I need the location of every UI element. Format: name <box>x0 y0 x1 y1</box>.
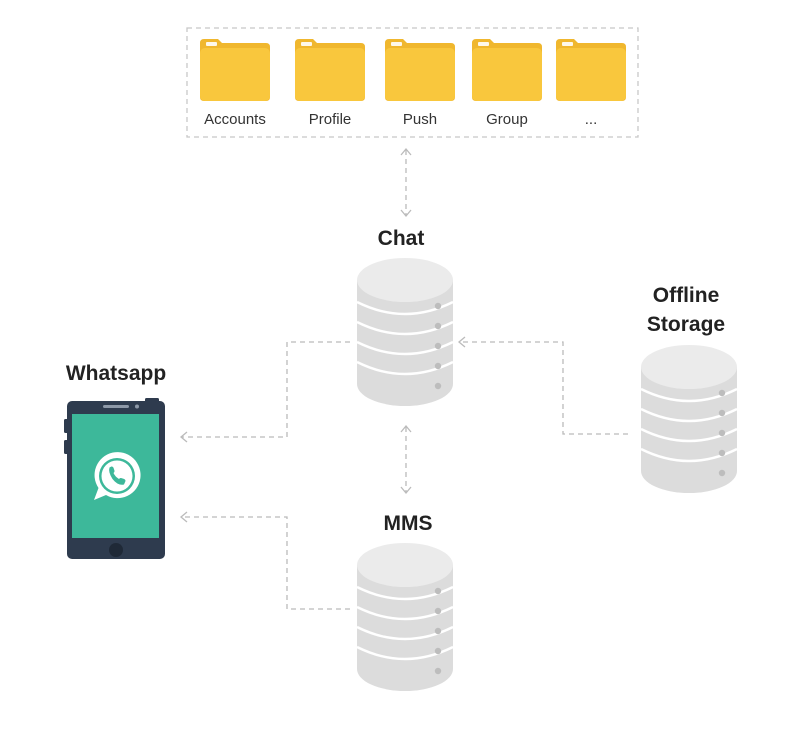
folder-label: Group <box>486 111 528 128</box>
chat-node: Chat <box>355 227 455 408</box>
folder-label: ... <box>585 111 598 128</box>
database-icon <box>639 343 739 495</box>
folder-label: Profile <box>309 111 352 128</box>
whatsapp-logo-icon <box>94 452 141 500</box>
offline-label-line2: Storage <box>647 313 725 336</box>
folder-icon <box>556 39 626 101</box>
offline-storage-node: Offline Storage <box>639 284 739 495</box>
folder-group-box <box>186 27 639 138</box>
folder-label: Push <box>403 111 437 128</box>
connector-chat-whatsapp <box>179 341 350 443</box>
phone-icon <box>64 398 165 559</box>
folder-more: ... <box>556 39 626 128</box>
whatsapp-node: Whatsapp <box>64 362 166 559</box>
folder-group: Group <box>472 39 542 128</box>
folder-label: Accounts <box>204 111 266 128</box>
folder-icon <box>295 39 365 101</box>
connector-offline-chat <box>457 336 628 435</box>
folder-push: Push <box>385 39 455 128</box>
whatsapp-label: Whatsapp <box>66 362 166 385</box>
database-icon <box>355 541 455 693</box>
offline-label-line1: Offline <box>653 284 720 307</box>
folder-accounts: Accounts <box>200 39 270 128</box>
folder-profile: Profile <box>295 39 365 128</box>
folder-icon <box>472 39 542 101</box>
mms-node: MMS <box>355 512 455 693</box>
connector-mms-whatsapp <box>179 511 350 610</box>
folder-icon <box>200 39 270 101</box>
mms-label: MMS <box>384 512 433 535</box>
folder-icon <box>385 39 455 101</box>
database-icon <box>355 256 455 408</box>
chat-label: Chat <box>378 227 425 250</box>
